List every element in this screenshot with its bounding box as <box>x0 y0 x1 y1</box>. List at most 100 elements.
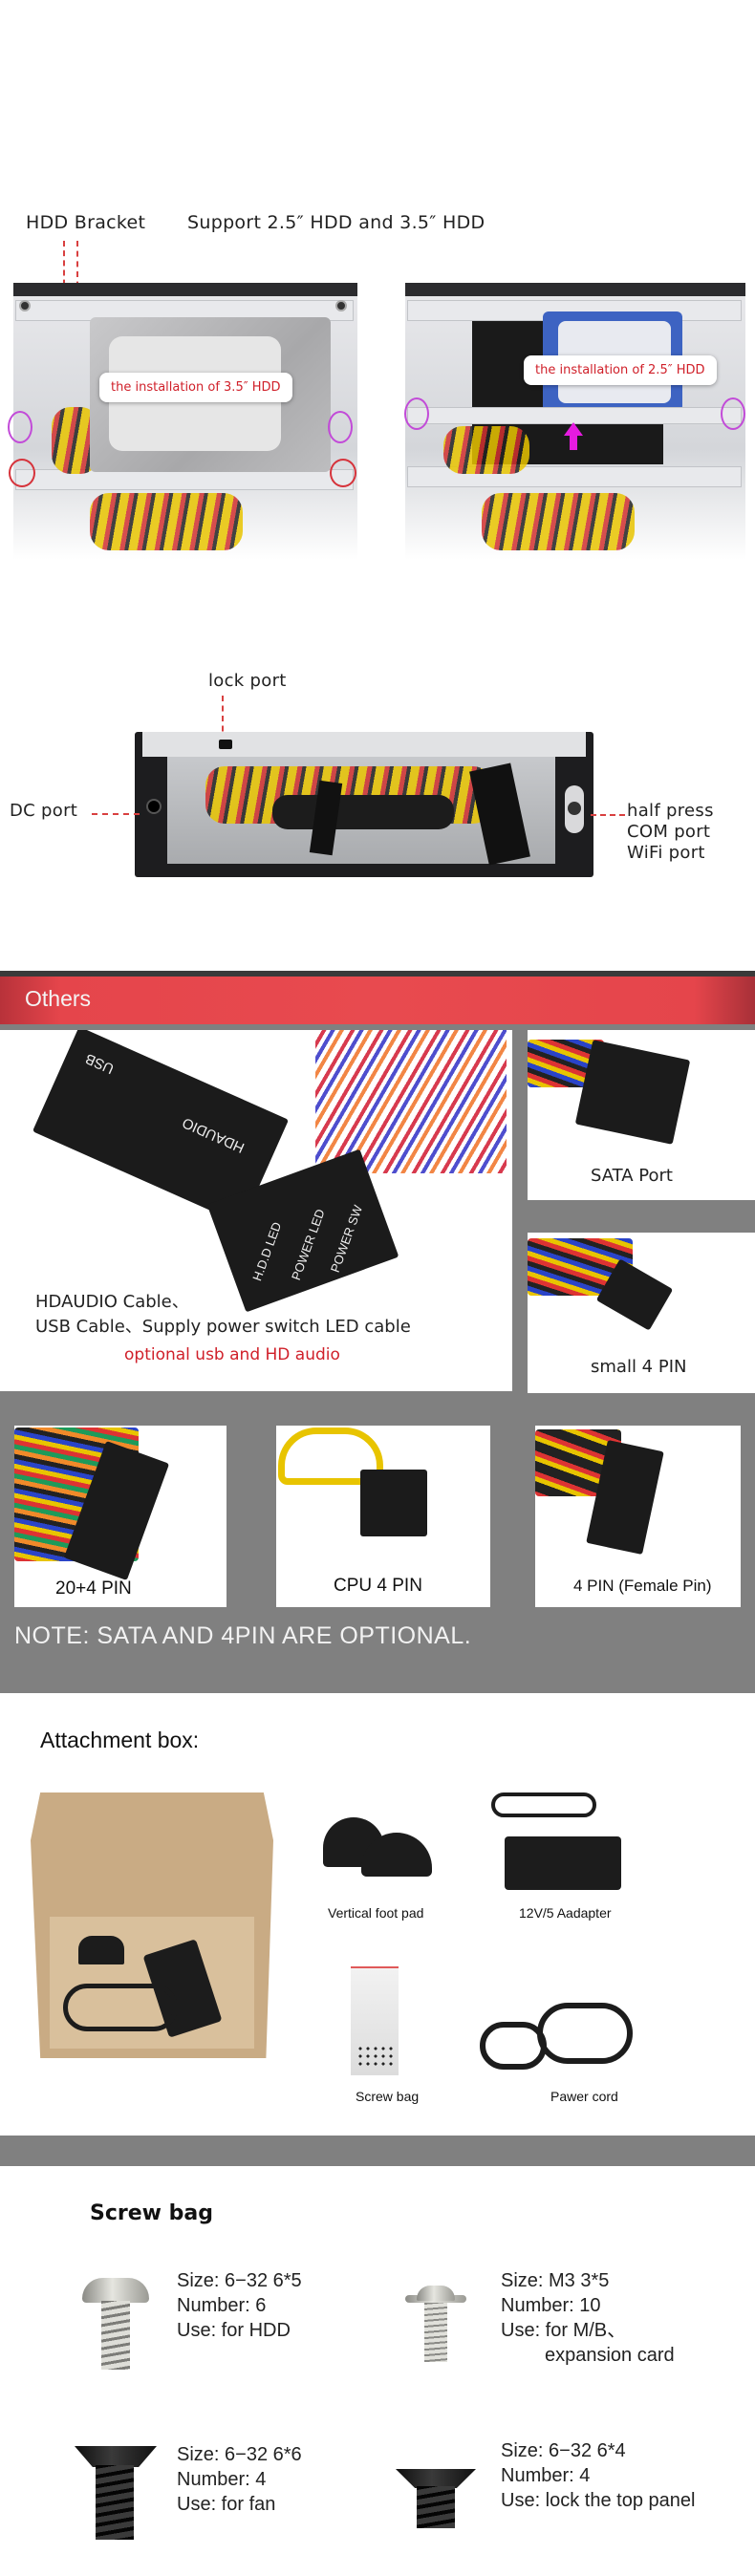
screw-spec-3: Size: 6−32 6*6 Number: 4 Use: for fan <box>177 2442 302 2517</box>
accessory-box-photo <box>31 1792 273 2058</box>
screw-head <box>82 2278 149 2303</box>
small-4pin-label: small 4 PIN <box>591 1357 687 1377</box>
others-header-band: Others <box>0 977 755 1024</box>
molex-4pin-label: 4 PIN (Female Pin) <box>573 1577 712 1595</box>
hdd-35-install-photo <box>13 283 357 560</box>
screw-number: Number: 6 <box>177 2295 267 2316</box>
hdd-bracket-label: HDD Bracket <box>26 212 146 233</box>
right-ports-labels: half press COM port WiFi port <box>627 801 714 864</box>
usb-connector-label: USB <box>82 1049 117 1078</box>
adapter-brick <box>505 1836 621 1890</box>
sleeved-cable <box>272 795 454 829</box>
screw-icon <box>19 300 31 311</box>
screw-head <box>417 2286 455 2301</box>
screw-use: Use: lock the top panel <box>501 2490 696 2511</box>
atx-20-4-pin-label: 20+4 PIN <box>55 1578 132 1599</box>
cpu-4pin-label: CPU 4 PIN <box>334 1576 422 1596</box>
chassis-top-strip <box>142 732 586 757</box>
optional-connectors-note: NOTE: SATA AND 4PIN ARE OPTIONAL. <box>14 1622 472 1649</box>
psu-wires <box>90 493 243 550</box>
arrow-up-icon <box>564 422 583 436</box>
screw-bag-photo <box>351 1966 399 2075</box>
screw-size: Size: 6−32 6*6 <box>177 2444 302 2465</box>
box-contents <box>50 1917 254 2049</box>
others-title: Others <box>25 986 92 1011</box>
power-cord-label: Pawer cord <box>550 2089 618 2104</box>
hdd-support-label: Support 2.5″ HDD and 3.5″ HDD <box>187 212 485 233</box>
front-panel-cable-tile: USB HDAUDIO H.D.D LED POWER LED POWER SW… <box>0 1030 512 1391</box>
mount-hole-highlight-icon <box>328 411 353 443</box>
screw-size: Size: M3 3*5 <box>501 2270 610 2291</box>
screw-bag-title: Screw bag <box>90 2201 213 2225</box>
mount-hole-highlight-icon <box>404 397 429 430</box>
screw-number: Number: 4 <box>501 2465 591 2486</box>
screw-highlight-icon <box>330 459 356 487</box>
cpu-4pin-connector <box>360 1470 427 1536</box>
case-top-edge <box>13 283 357 296</box>
foot-pad-label: Vertical foot pad <box>328 1905 424 1921</box>
wifi-port-label: WiFi port <box>627 843 705 863</box>
screws-in-bag <box>356 2045 393 2068</box>
screw-head <box>396 2469 476 2488</box>
hdaudio-connector-label: HDAUDIO <box>180 1114 248 1156</box>
cpu-4pin-tile: CPU 4 PIN <box>276 1426 490 1607</box>
power-cord-photo <box>480 2003 638 2073</box>
port-hole <box>568 802 581 815</box>
molex-4pin-tile: 4 PIN (Female Pin) <box>535 1426 741 1607</box>
hdd-led-label: H.D.D LED <box>249 1219 285 1283</box>
power-sw-label: POWER SW <box>327 1203 366 1275</box>
right-port-pointer <box>591 814 625 816</box>
screw-m3-3x5-photo <box>405 2286 466 2366</box>
sata-wires <box>443 426 529 474</box>
screw-6-32-6x5-photo <box>82 2278 149 2370</box>
optional-note: optional usb and HD audio <box>124 1345 340 1364</box>
dc-port-label: DC port <box>10 801 78 821</box>
lock-port-label: lock port <box>208 671 287 691</box>
screw-bag-label: Screw bag <box>356 2089 420 2104</box>
screw-spec-4: Size: 6−32 6*4 Number: 4 Use: lock the t… <box>501 2438 695 2513</box>
sata-connector <box>574 1040 691 1145</box>
psu-wires <box>482 493 635 550</box>
screw-use: Use: for fan <box>177 2494 276 2515</box>
screw-6-32-6x6-photo <box>75 2446 157 2542</box>
cord-loop-right <box>537 2003 633 2064</box>
band-top-edge <box>0 971 755 977</box>
hdd-25-install-photo <box>405 283 745 560</box>
small-4pin-tile: small 4 PIN <box>528 1233 755 1393</box>
screw-6-32-6x4-photo <box>396 2469 476 2530</box>
bracket-pointer-line-2 <box>76 241 78 308</box>
attachment-title: Attachment box: <box>40 1728 200 1752</box>
sata-port-tile: SATA Port <box>528 1030 755 1200</box>
mount-hole-highlight-icon <box>8 411 32 443</box>
chassis-front-photo <box>135 732 593 877</box>
half-press-slot <box>565 785 584 833</box>
lock-port-pointer <box>222 696 224 741</box>
screw-number: Number: 4 <box>177 2469 267 2490</box>
case-top-edge <box>405 283 745 296</box>
screw-thread <box>424 2303 447 2362</box>
sata-port-label: SATA Port <box>591 1166 673 1186</box>
half-press-label: half press <box>627 801 714 821</box>
screw-highlight-icon <box>9 459 35 487</box>
cable-caption-line1: HDAUDIO Cable、 <box>35 1292 189 1312</box>
chassis-interior <box>167 757 555 866</box>
cpu-wire-loop <box>278 1428 383 1485</box>
screw-thread <box>417 2486 455 2528</box>
foot-pad-in-box <box>78 1936 124 1964</box>
atx-connector <box>469 762 530 866</box>
screw-spec-1: Size: 6−32 6*5 Number: 6 Use: for HDD <box>177 2268 302 2343</box>
screw-head <box>75 2446 157 2467</box>
cable-in-box <box>63 1984 178 2031</box>
screw-spec-2: Size: M3 3*5 Number: 10 Use: for M/B、 ex… <box>501 2268 675 2368</box>
power-led-label: POWER LED <box>288 1207 328 1282</box>
screw-number: Number: 10 <box>501 2295 601 2316</box>
lock-slot <box>219 740 232 749</box>
screw-use: Use: for M/B、 <box>501 2320 627 2341</box>
callout-35-hdd: the installation of 3.5″ HDD <box>99 373 292 402</box>
dc-jack-icon <box>146 799 162 814</box>
screw-size: Size: 6−32 6*5 <box>177 2270 302 2291</box>
callout-25-hdd: the installation of 2.5″ HDD <box>524 355 717 385</box>
dc-port-pointer <box>92 813 140 815</box>
adapter-cable <box>491 1792 596 1817</box>
section-divider-bar <box>0 2136 755 2166</box>
